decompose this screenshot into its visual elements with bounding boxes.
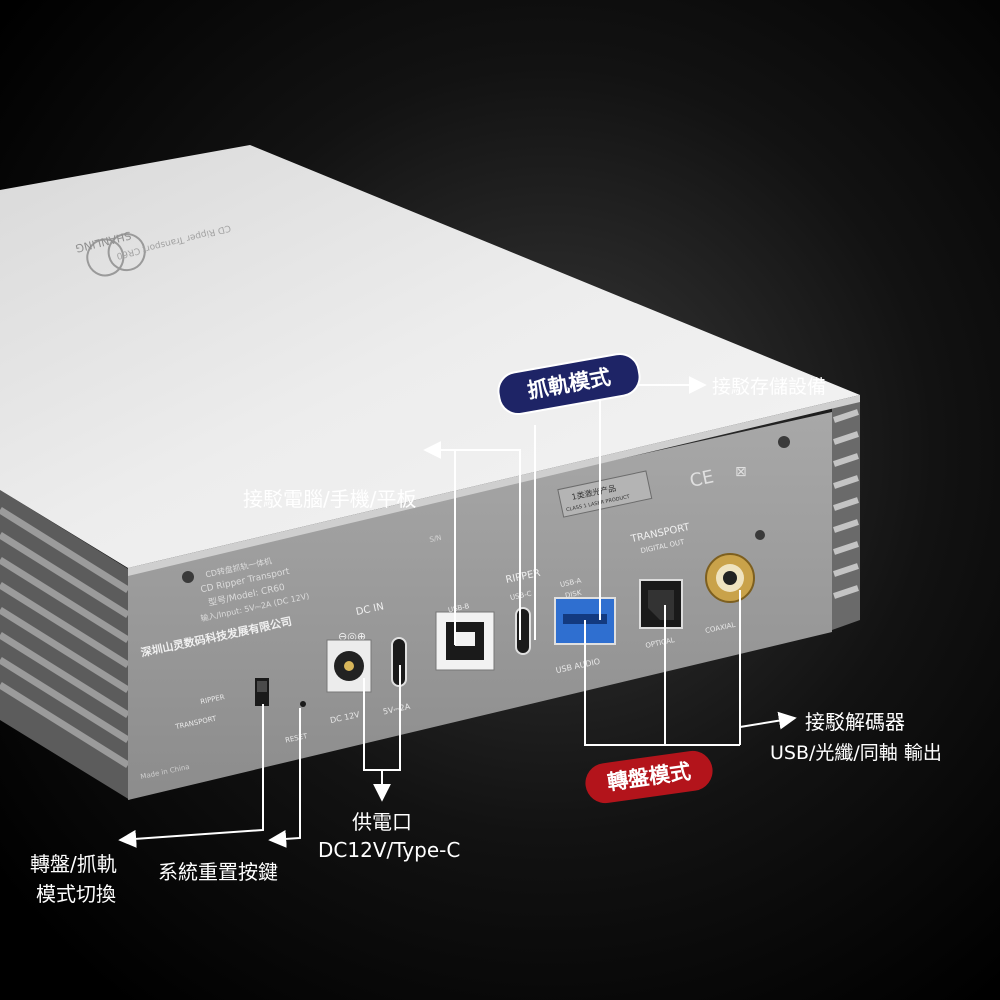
connect-dac-label-2: USB/光纖/同軸 輸出 — [770, 742, 942, 764]
disk-label: DISK — [564, 589, 582, 600]
connect-storage-label: 接駁存儲設備 — [712, 376, 827, 398]
chassis-top — [0, 145, 860, 568]
switch-label-2: 模式切換 — [36, 882, 116, 906]
power-label-2: DC12V/Type-C — [318, 838, 461, 862]
left-heatsink — [0, 490, 130, 800]
screw — [755, 530, 765, 540]
reset-button-label: 系統重置按鍵 — [158, 860, 278, 884]
connect-dac-label-1: 接駁解碼器 — [805, 710, 905, 734]
switch-label-1: 轉盤/抓軌 — [30, 852, 117, 876]
coaxial-port — [705, 553, 755, 603]
brand-logo — [86, 233, 146, 277]
reset-pinhole — [300, 701, 306, 707]
connect-pc-label: 接駁電腦/手機/平板 — [243, 487, 417, 511]
ce-mark: CE — [688, 466, 716, 492]
weee-bin-icon: ⊠ — [735, 464, 747, 480]
serial-number-label: S/N — [429, 534, 442, 544]
mode-switch — [255, 678, 269, 706]
callout-lines — [118, 376, 797, 848]
usb-b-port — [435, 611, 495, 671]
screw — [778, 436, 790, 448]
power-label-1: 供電口 — [352, 810, 412, 834]
screw — [182, 571, 194, 583]
optical-port — [639, 579, 683, 629]
usb-c-data-port — [515, 607, 531, 655]
right-heatsink — [832, 395, 860, 630]
